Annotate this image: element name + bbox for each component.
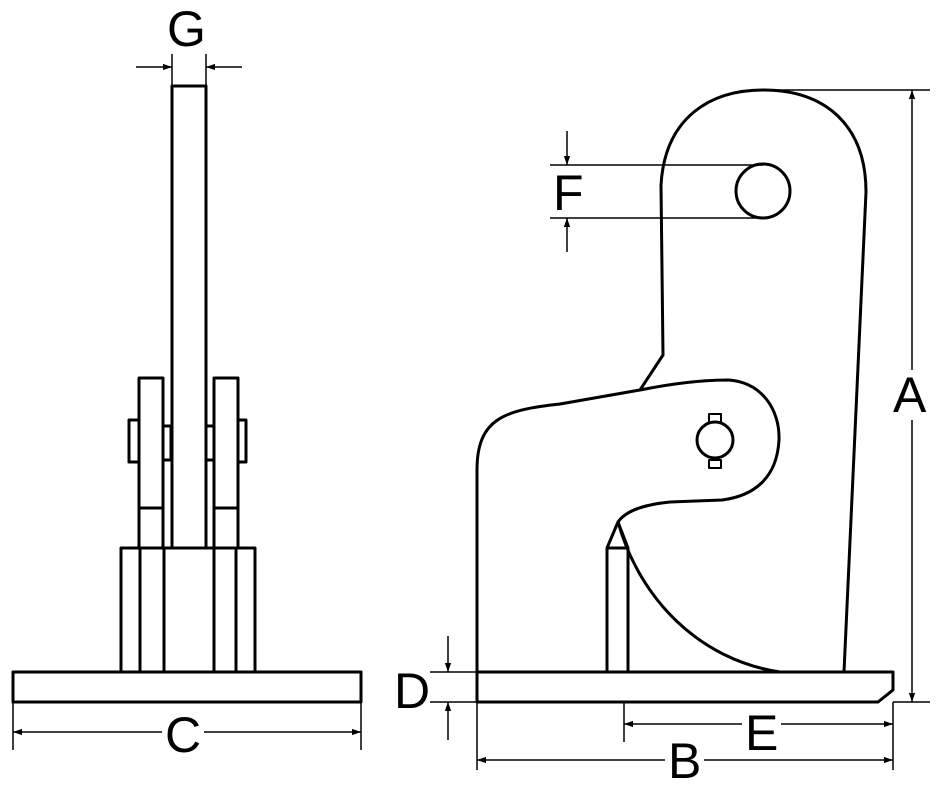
front-base-plate: [11, 670, 363, 704]
clamp-body: [475, 88, 868, 673]
front-left-cheek: [137, 376, 165, 550]
dimension-label-e: E: [742, 708, 782, 758]
dimension-label-a: A: [890, 370, 930, 420]
stop-pin: [605, 520, 630, 672]
cam-pivot: [695, 420, 735, 460]
side-base-plate: [475, 670, 895, 704]
dimension-label-g: G: [164, 4, 209, 54]
dimension-label-f: F: [553, 165, 584, 221]
front-center-plate: [170, 84, 208, 550]
cam-jaw: [616, 378, 781, 674]
dimension-d: [430, 636, 477, 740]
dimension-g: [136, 50, 242, 86]
dimension-label-b: B: [665, 736, 705, 786]
dimension-label-c: C: [162, 710, 205, 760]
front-view: [11, 84, 363, 704]
dimension-f: [550, 131, 763, 252]
lifting-eye-hole: [734, 162, 792, 220]
dimension-label-d: D: [394, 663, 431, 719]
side-view: [475, 88, 895, 704]
front-right-cheek: [212, 376, 240, 550]
